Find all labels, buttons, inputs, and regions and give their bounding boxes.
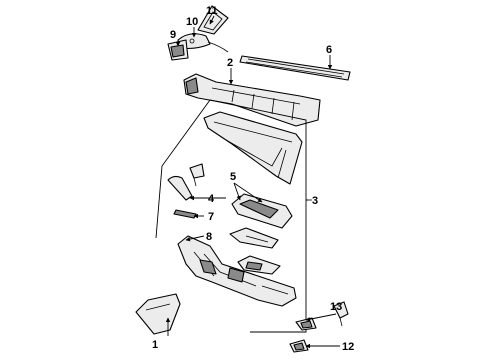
switch-plate [237, 255, 281, 275]
callout-6: 6 [326, 44, 332, 56]
part-12-lock-bracket [289, 301, 349, 353]
part-5-handle-bezel [231, 193, 293, 229]
callout-10: 10 [186, 16, 198, 28]
callout-1: 1 [152, 339, 158, 351]
leader-lines [165, 15, 340, 349]
part-8-lower-panel [177, 235, 297, 307]
callout-4: 4 [208, 193, 215, 205]
panel-clip-upper [189, 163, 205, 187]
upper-panel-insert [203, 111, 303, 185]
part-6-weatherstrip [239, 55, 351, 81]
part-1-lower-pocket [135, 293, 181, 335]
callout-3: 3 [312, 195, 318, 207]
part-4-pull-handle [167, 175, 193, 201]
callout-13: 13 [330, 301, 342, 313]
callout-9: 9 [170, 29, 176, 41]
part-13-latch-piece [295, 317, 317, 331]
callout-7: 7 [208, 211, 214, 223]
part-2-upper-trim [183, 73, 321, 127]
callout-11: 11 [206, 5, 218, 17]
callout-12: 12 [342, 341, 354, 353]
callout-8: 8 [206, 231, 212, 243]
mid-bracket [229, 227, 279, 249]
callout-2: 2 [227, 57, 233, 69]
callout-5: 5 [230, 171, 236, 183]
part-7-trim-strip [173, 209, 197, 219]
